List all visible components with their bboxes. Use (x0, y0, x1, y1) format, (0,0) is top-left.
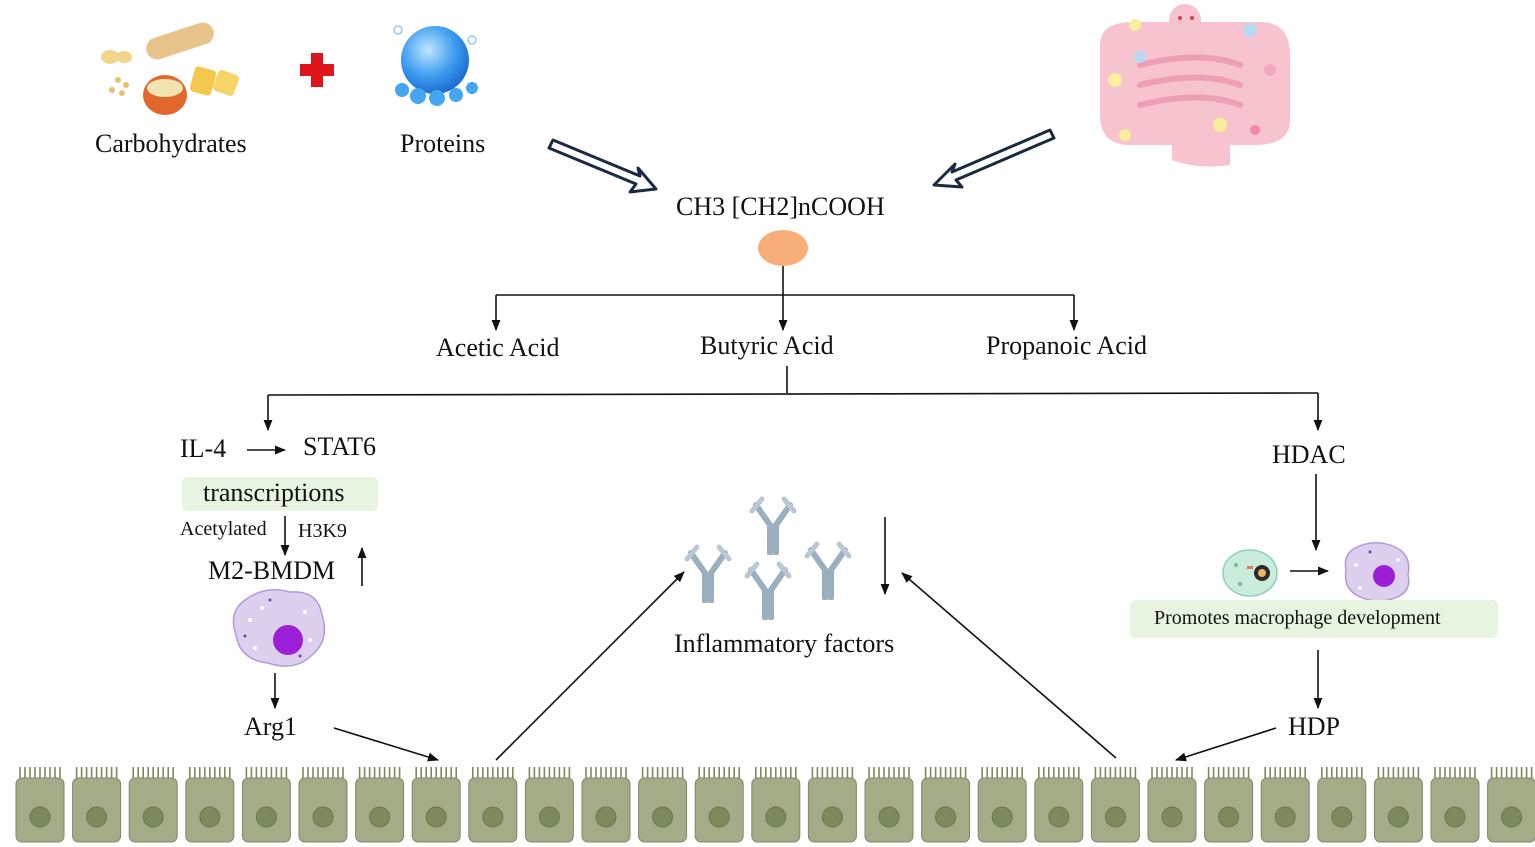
carbohydrates-label: Carbohydrates (95, 129, 247, 158)
h3k9-label: H3K9 (298, 520, 347, 542)
epithelial-cell-icon (807, 767, 857, 843)
arrow-from-gut (932, 128, 1056, 189)
right-pathway-arrows (901, 474, 1330, 762)
epithelial-cell-icon (1147, 767, 1197, 843)
epithelial-layer (15, 767, 1535, 843)
left-pathway-arrows (247, 445, 685, 762)
promotes-label: Promotes macrophage development (1154, 607, 1441, 629)
antibody-icon (687, 499, 849, 618)
hdp-label: HDP (1288, 712, 1341, 741)
epithelial-cell-icon (355, 767, 405, 843)
inflammatory-factors-label: Inflammatory factors (674, 629, 895, 658)
epithelial-cell-icon (128, 767, 178, 843)
epithelial-cell-icon (1090, 767, 1140, 843)
m2-bmdm-label: M2-BMDM (208, 556, 336, 585)
epithelial-cell-icon (921, 767, 971, 843)
epithelial-cell-icon (72, 767, 122, 843)
propanoic-acid-label: Propanoic Acid (986, 331, 1148, 360)
epithelial-cell-icon (1204, 767, 1254, 843)
epithelial-cell-icon (751, 767, 801, 843)
acetic-acid-label: Acetic Acid (436, 333, 560, 362)
proteins-label: Proteins (400, 129, 486, 158)
butyric-branch-lines (263, 366, 1323, 432)
epithelial-cell-icon (1373, 767, 1423, 843)
transcriptions-pill (182, 477, 378, 511)
il4-label: IL-4 (180, 434, 227, 463)
epithelial-cell-icon (298, 767, 348, 843)
epithelial-cell-icon (581, 767, 631, 843)
epithelial-cell-icon (1317, 767, 1367, 843)
epithelial-cell-icon (185, 767, 235, 843)
epithelial-cell-icon (864, 767, 914, 843)
epithelial-cell-icon (411, 767, 461, 843)
epithelial-cell-icon (241, 767, 291, 843)
acid-branch-lines (491, 266, 1079, 332)
acetylated-label: Acetylated (180, 518, 267, 540)
macrophage-icon (232, 589, 326, 667)
intestine-icon (1100, 4, 1290, 167)
epithelial-cell-icon (1487, 767, 1535, 843)
transcriptions-label: transcriptions (203, 478, 345, 507)
epithelial-cell-icon (15, 767, 65, 843)
epithelial-cell-icon (977, 767, 1027, 843)
epithelial-cell-icon (524, 767, 574, 843)
plus-icon (300, 53, 334, 87)
scfa-formula: CH3 [CH2]nCOOH (676, 192, 885, 221)
scfa-node (758, 230, 808, 266)
butyric-acid-label: Butyric Acid (700, 331, 834, 360)
monocyte-icon (1222, 549, 1278, 597)
promotes-pill (1130, 600, 1498, 638)
hdac-label: HDAC (1272, 440, 1346, 469)
epithelial-cell-icon (1034, 767, 1084, 843)
arg1-label: Arg1 (244, 712, 297, 741)
epithelial-cell-icon (694, 767, 744, 843)
food-icon (101, 22, 239, 115)
protein-sphere-icon (393, 25, 478, 106)
developed-macrophage-icon (1344, 542, 1410, 602)
epithelial-cell-icon (1430, 767, 1480, 843)
epithelial-cell-icon (638, 767, 688, 843)
arrow-from-food (547, 138, 658, 194)
stat6-label: STAT6 (303, 432, 377, 461)
epithelial-cell-icon (1260, 767, 1310, 843)
epithelial-cell-icon (468, 767, 518, 843)
